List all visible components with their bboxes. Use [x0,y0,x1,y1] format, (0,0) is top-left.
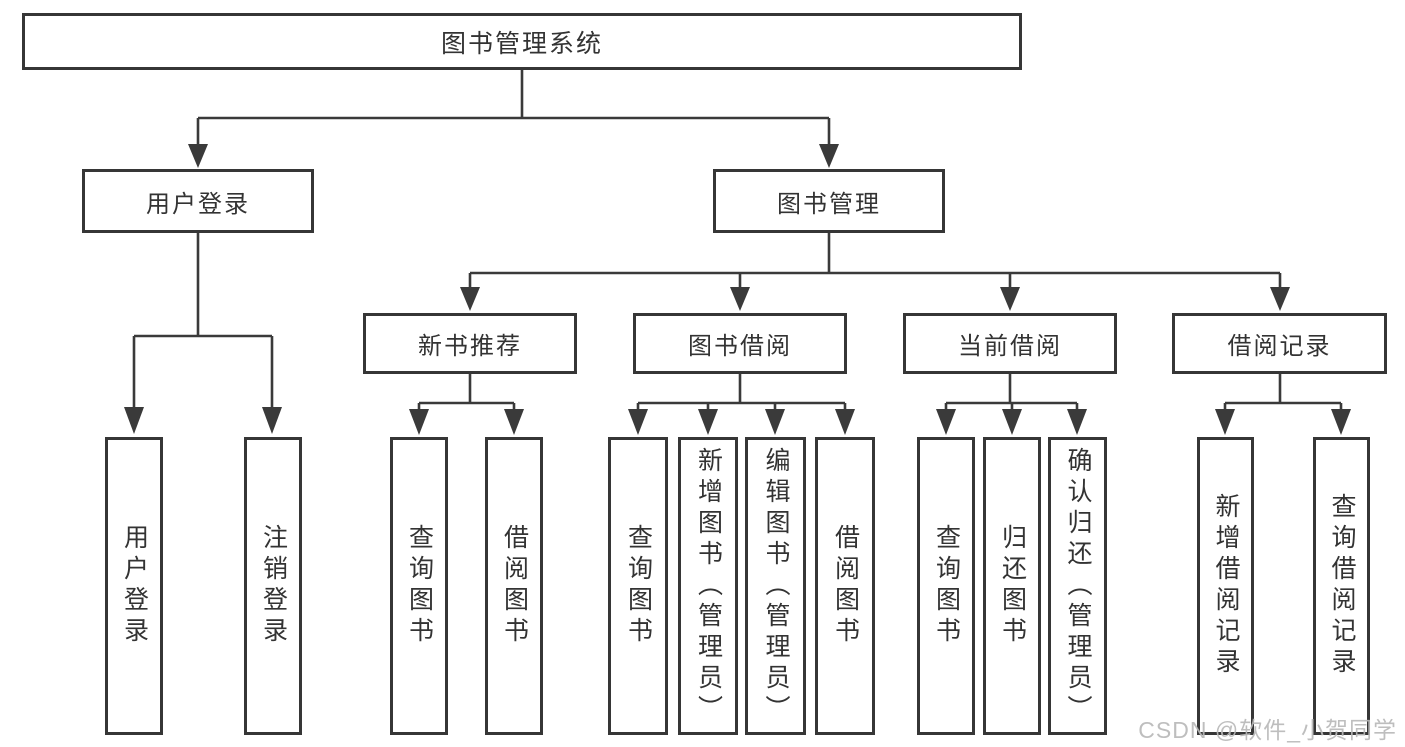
connector-bookmgmt-to-level3 [468,233,1282,288]
arrowheads-userlogin [124,407,282,434]
node-label: 当前借阅 [958,333,1062,360]
csdn-watermark: CSDN @软件_小贺同学 [1138,717,1397,743]
arrowheads-currentborrow [936,409,1087,435]
connector-userlogin-children [132,233,274,408]
node-label: 图书借阅 [688,333,792,360]
node-label: 查询借阅记录 [1328,493,1356,679]
node-br-add-record: 新增借阅记录 [1197,437,1254,735]
node-bb-add-books-admin: 新增图书（管理员） [678,437,738,735]
arrowheads-bookborrow [628,409,855,435]
node-user-login: 用户登录 [82,169,314,233]
node-label: 借阅图书 [500,524,529,648]
connector-newbook-children [417,374,516,410]
node-logout: 注销登录 [244,437,302,735]
node-label: 图书管理系统 [440,29,603,58]
node-label: 用户登录 [120,524,149,648]
node-new-book-recommend: 新书推荐 [363,313,577,374]
arrowheads-newbook [409,409,524,435]
connector-currentborrow-children [944,374,1079,410]
node-label: 确认归还（管理员） [1064,446,1092,726]
node-book-borrow: 图书借阅 [633,313,847,374]
arrowheads-level3 [460,287,1290,311]
node-nb-query-books: 查询图书 [390,437,448,735]
node-label: 查询图书 [932,524,961,648]
node-label: 新书推荐 [418,333,522,360]
node-book-management: 图书管理 [713,169,945,233]
node-current-borrow: 当前借阅 [903,313,1117,374]
node-cb-confirm-return-admin: 确认归还（管理员） [1048,437,1107,735]
node-br-query-record: 查询借阅记录 [1313,437,1370,735]
node-library-management-system: 图书管理系统 [22,13,1022,70]
node-label: 归还图书 [998,524,1027,648]
node-bb-edit-books-admin: 编辑图书（管理员） [745,437,806,735]
node-label: 查询图书 [405,524,434,648]
node-label: 编辑图书（管理员） [762,446,790,726]
connector-root-to-level2 [196,70,831,145]
node-label: 注销登录 [259,524,288,648]
node-nb-borrow-books: 借阅图书 [485,437,543,735]
node-cb-return-books: 归还图书 [983,437,1041,735]
connector-bookborrow-children [636,374,847,410]
node-label: 借阅记录 [1227,333,1332,360]
node-borrow-records: 借阅记录 [1172,313,1387,374]
node-label: 新增图书（管理员） [694,446,723,726]
node-label: 用户登录 [146,190,250,218]
connector-records-children [1223,374,1343,410]
node-label: 借阅图书 [831,524,860,648]
node-label: 查询图书 [624,524,653,648]
node-label: 新增借阅记录 [1212,493,1240,679]
node-bb-borrow-books: 借阅图书 [815,437,875,735]
node-cb-query-books: 查询图书 [917,437,975,735]
node-user-login-action: 用户登录 [105,437,163,735]
node-bb-query-books: 查询图书 [608,437,668,735]
node-label: 图书管理 [777,190,881,218]
arrowheads-level2 [188,144,839,168]
arrowheads-records [1215,409,1351,435]
